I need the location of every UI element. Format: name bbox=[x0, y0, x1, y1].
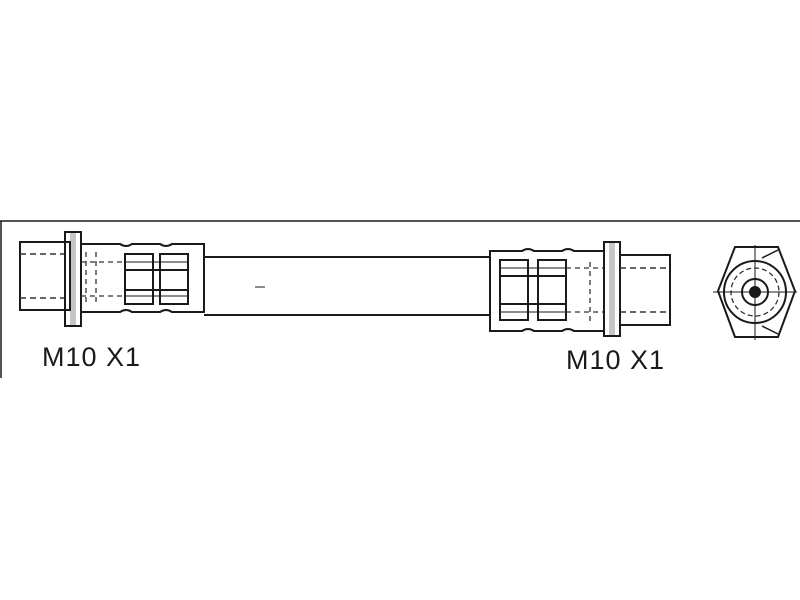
rubber-hose bbox=[204, 256, 490, 316]
end-view-hex-nut bbox=[713, 245, 797, 340]
right-thread-size-label: M10 X1 bbox=[566, 345, 666, 375]
left-thread-size-label: M10 X1 bbox=[42, 342, 142, 372]
right-end-fitting bbox=[489, 241, 671, 337]
left-end-fitting bbox=[19, 231, 205, 327]
